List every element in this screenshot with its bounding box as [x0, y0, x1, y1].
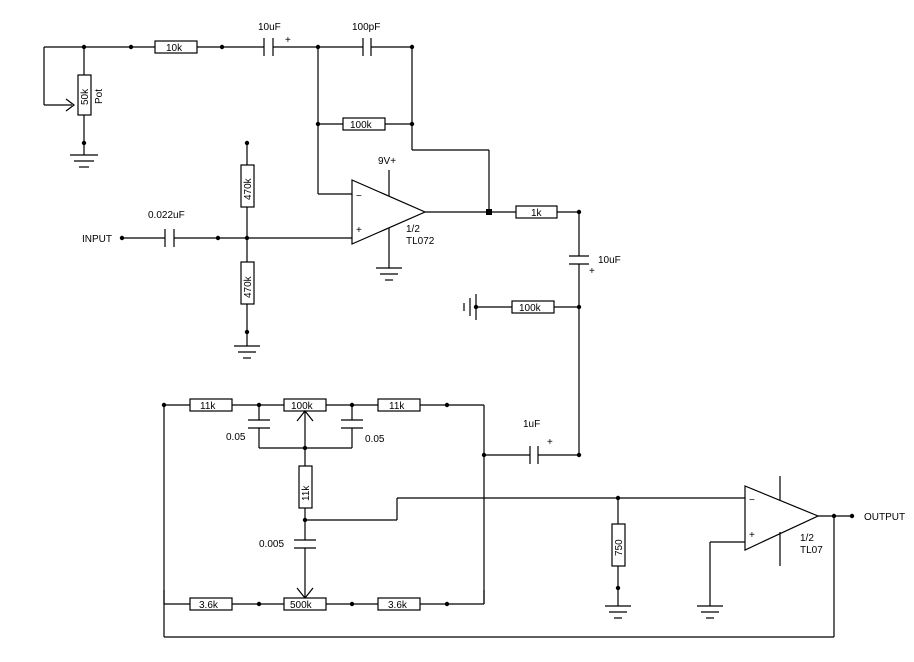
ground-symbol [70, 154, 98, 168]
capacitor-10uf-out [569, 255, 589, 265]
ground-symbol [605, 605, 631, 619]
resistor-36k-left-label: 3.6k [199, 600, 219, 611]
opamp2-part-label: TL07 [800, 545, 823, 556]
opamp1-part-label: TL072 [406, 236, 435, 247]
supply-label: 9V+ [378, 156, 396, 167]
capacitor-1uf-label: 1uF [523, 419, 540, 430]
capacitor-0005-label: 0.005 [259, 539, 284, 550]
top-input-network [43, 38, 490, 212]
resistor-750-label: 750 [614, 539, 625, 556]
capacitor-0022uf [164, 229, 175, 247]
capacitor-10uf-out-label: 10uF [598, 255, 621, 266]
opamp1-half-label: 1/2 [406, 224, 420, 235]
opamp2-minus-sign: − [749, 495, 755, 506]
resistor-10k-label: 10k [166, 43, 183, 54]
resistor-10k-body [154, 40, 198, 54]
pot-50k-label: 50k [80, 88, 91, 105]
opamp-2: − + [605, 476, 855, 637]
component-labels: 10k 50k Pot 10uF + 100pF 100k 9V+ 1/2 TL… [80, 22, 905, 611]
resistor-470k-bottom-label: 470k [243, 275, 254, 298]
opamp1-plus-sign: + [356, 225, 362, 236]
capacitor-100pf [362, 38, 372, 56]
resistor-11k-vertical-label: 11k [301, 485, 312, 501]
opamp2-plus-sign: + [749, 530, 755, 541]
pot-500k-label: 500k [290, 600, 313, 611]
resistor-100k-bias-label: 100k [519, 303, 542, 314]
opamp2-half-label: 1/2 [800, 533, 814, 544]
input-label: INPUT [82, 234, 112, 245]
resistor-100k-feedback-label: 100k [350, 120, 373, 131]
capacitor-10uf-top [263, 38, 274, 56]
resistor-1k-label: 1k [531, 208, 543, 219]
opamp1-minus-sign: − [356, 191, 362, 202]
capacitor-100pf-label: 100pF [352, 22, 380, 33]
capacitor-0022uf-label: 0.022uF [148, 210, 185, 221]
output-label: OUTPUT [864, 512, 905, 523]
output-coupling-network [463, 205, 589, 455]
pot-100k-label: 100k [291, 401, 314, 412]
ground-symbol [697, 605, 723, 619]
capacitor-1uf-plus: + [547, 437, 553, 448]
resistor-11k-left-label: 11k [200, 401, 216, 412]
ground-symbol [376, 267, 402, 281]
capacitor-10uf-top-label: 10uF [258, 22, 281, 33]
resistor-36k-right-label: 3.6k [388, 600, 408, 611]
capacitor-10uf-top-plus: + [285, 35, 291, 46]
ground-symbol [234, 345, 260, 359]
capacitor-005-left-label: 0.05 [226, 432, 246, 443]
capacitor-005-right-label: 0.05 [365, 434, 385, 445]
resistor-470k-top-label: 470k [243, 177, 254, 200]
input-network [119, 140, 352, 359]
twin-t-tone-network [161, 398, 834, 638]
resistor-11k-right-label: 11k [389, 401, 405, 412]
pot-label: Pot [94, 89, 105, 104]
opamp-1: − + [351, 170, 516, 281]
capacitor-10uf-out-plus: + [589, 266, 595, 277]
